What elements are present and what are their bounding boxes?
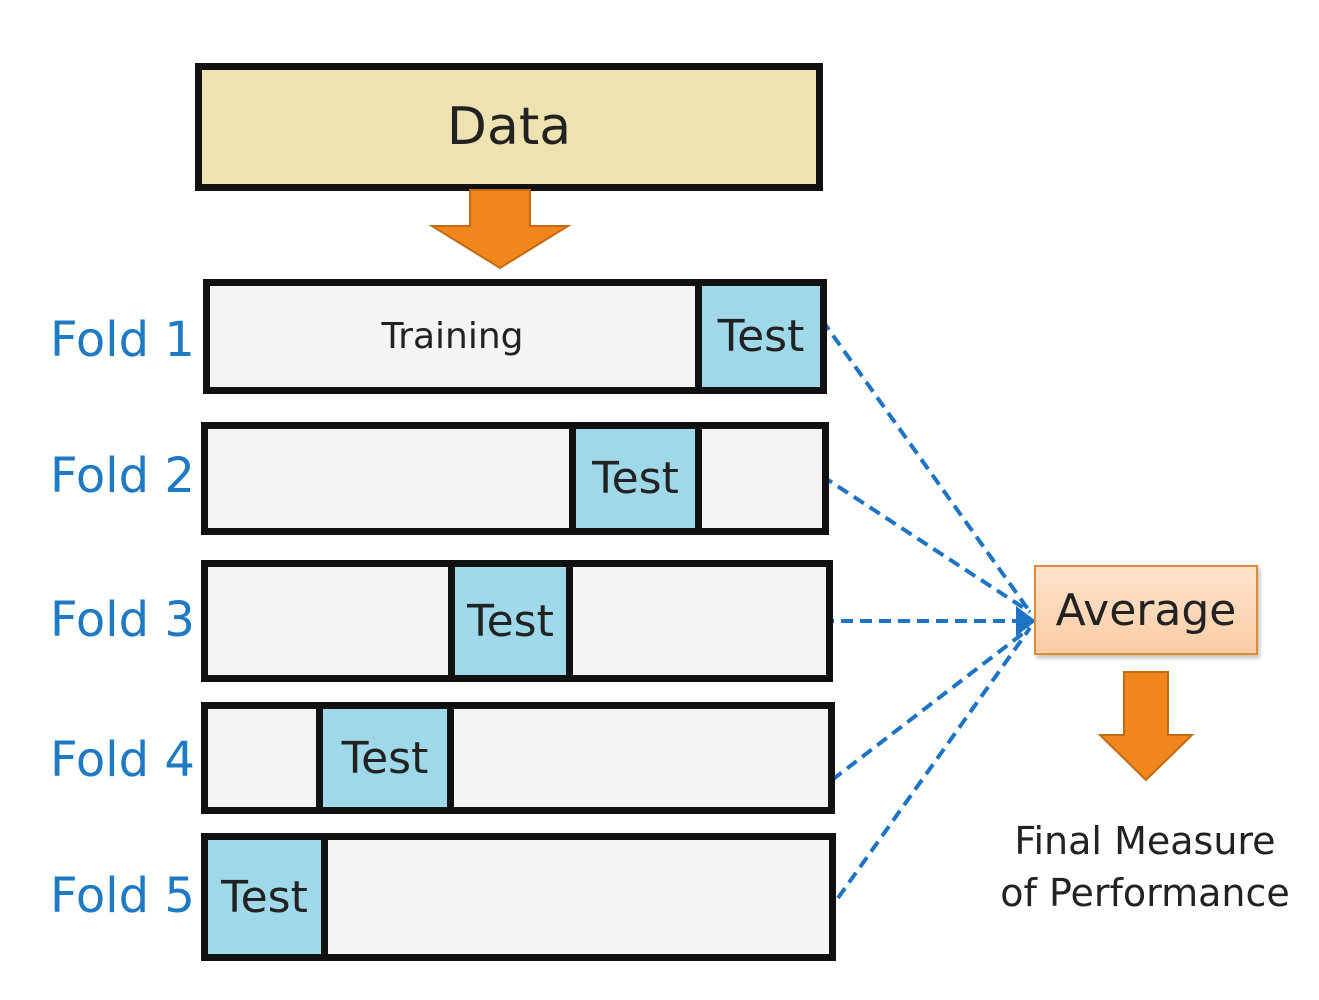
fold-4-label: Fold 4 [50, 732, 195, 788]
fold-2-row: Test [201, 422, 829, 535]
fold-5-label: Fold 5 [50, 868, 195, 924]
average-label: Average [1055, 584, 1237, 636]
fold4-connector [830, 626, 1032, 782]
fold5-connector [836, 626, 1032, 900]
fold-5-row: Test [201, 833, 836, 961]
fold-5-test: Test [208, 840, 328, 954]
fold-1-test: Test [695, 286, 820, 387]
fold-1-training: Training [381, 316, 524, 357]
data-down-arrow [428, 189, 572, 270]
fold-4-test: Test [316, 709, 454, 807]
fold-1-row: Training Test [203, 279, 827, 394]
average-down-arrow [1097, 671, 1195, 782]
fold-3-label: Fold 3 [50, 592, 195, 648]
fold-1-label: Fold 1 [50, 312, 195, 368]
final-measure-line-1: Final Measure [1014, 819, 1276, 863]
data-label: Data [446, 97, 572, 157]
fold-3-row: Test [201, 560, 833, 682]
fold-4-row: Test [201, 702, 835, 814]
data-box: Data [195, 63, 823, 191]
fold-2-test: Test [569, 429, 702, 528]
final-measure-line-2: of Performance [1000, 871, 1290, 915]
fold2-connector [820, 474, 1032, 614]
fold-2-label: Fold 2 [50, 448, 195, 504]
average-arrowhead [1016, 606, 1036, 636]
fold-3-test: Test [448, 567, 573, 675]
average-box: Average [1034, 565, 1258, 655]
final-measure-text: Final Measure of Performance [985, 815, 1305, 919]
fold1-connector [820, 318, 1032, 614]
